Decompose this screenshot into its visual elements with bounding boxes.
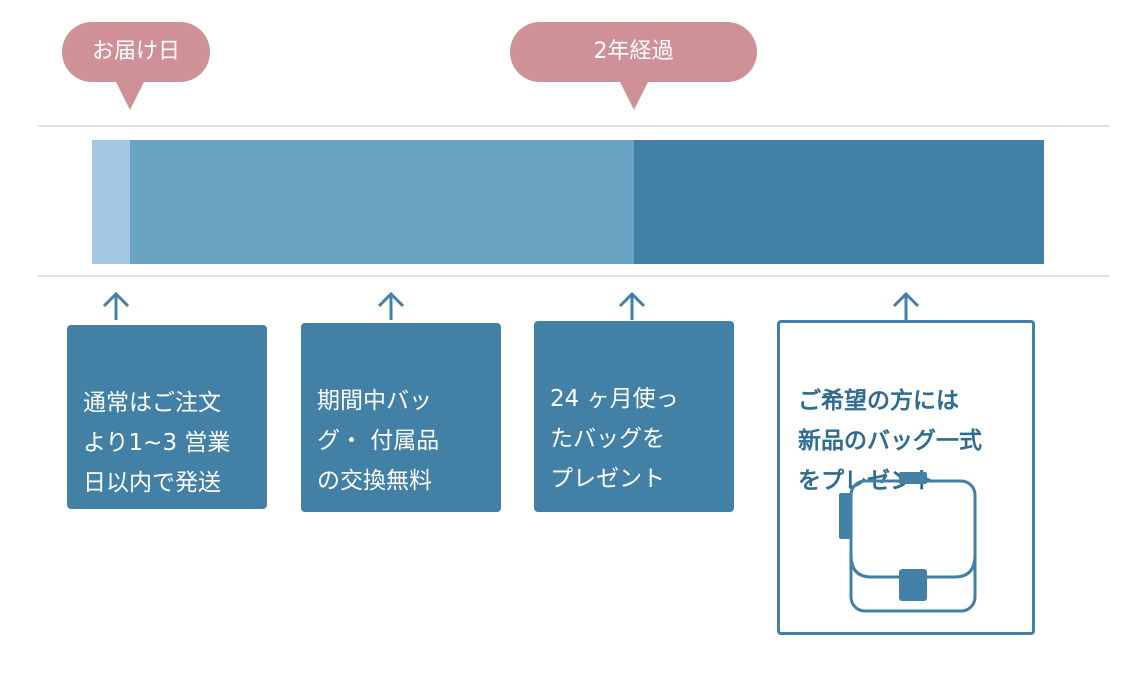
arrow-up-icon xyxy=(377,291,405,320)
timeline-top-rule xyxy=(38,125,1109,127)
marker-two-years-label: 2年経過 xyxy=(593,39,674,64)
step-card-shipping-text: 通常はご注文 より1~3 営業 日以内で発送 となります。 xyxy=(83,390,231,536)
marker-two-years-pointer xyxy=(620,82,648,110)
step-card-shipping: 通常はご注文 より1~3 営業 日以内で発送 となります。 xyxy=(67,325,267,536)
step-card-free-exchange: 期間中バッ グ・ 付属品 の交換無料 xyxy=(301,323,501,512)
arrow-up-icon xyxy=(892,291,920,320)
step-card-new-bag-gift: ご希望の方には 新品のバッグ一式 をプレゼント xyxy=(777,320,1035,635)
timeline-segment-delivery xyxy=(92,140,130,264)
step-card-gift-used-bag: 24 ヶ月使っ たバッグを プレゼント xyxy=(534,321,734,512)
arrow-up-icon xyxy=(102,291,130,320)
marker-two-years: 2年経過 xyxy=(510,22,757,82)
timeline-segment-after-two-years xyxy=(634,140,1044,264)
marker-delivery-date-pointer xyxy=(116,82,144,110)
arrow-up-icon xyxy=(618,291,646,320)
step-card-free-exchange-text: 期間中バッ グ・ 付属品 の交換無料 xyxy=(317,388,440,494)
timeline-segment-warranty xyxy=(130,140,634,264)
step-card-gift-used-bag-text: 24 ヶ月使っ たバッグを プレゼント xyxy=(550,386,679,492)
marker-delivery-date: お届け日 xyxy=(62,22,210,82)
marker-delivery-date-label: お届け日 xyxy=(91,39,180,64)
timeline-bottom-rule xyxy=(38,275,1109,277)
bag-icon xyxy=(839,472,977,613)
